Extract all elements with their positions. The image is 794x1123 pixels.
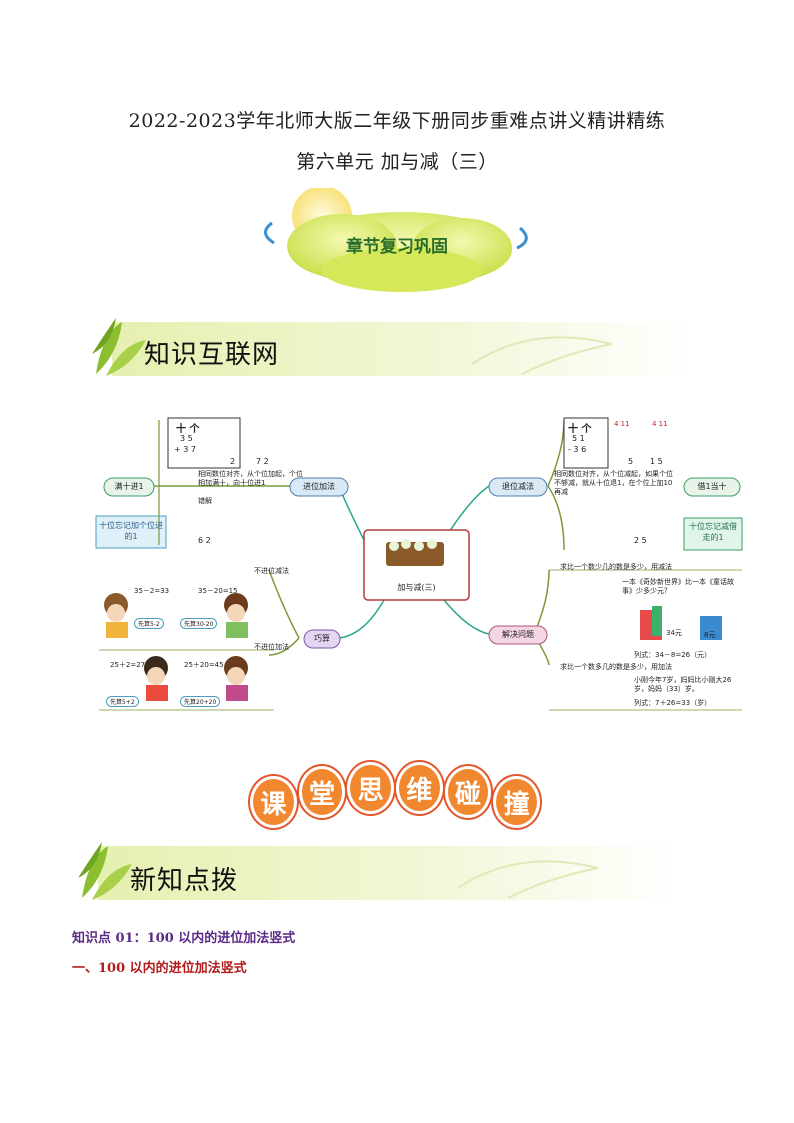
branch-carry-add: 进位加法 (303, 482, 335, 491)
leaf-banner-icon (78, 842, 678, 900)
carry-header: 十 个 (176, 424, 200, 435)
branch-problems: 解决问题 (502, 630, 534, 639)
carry-wrong-label: 错解 (198, 497, 212, 505)
document-title: 2022-2023学年北师大版二年级下册同步重难点讲义精讲精练 (128, 110, 666, 132)
title-char: 思 (347, 762, 395, 814)
unit-title: 第六单元 加与减（三） (296, 151, 498, 173)
borrow-result-1: 5 (628, 457, 634, 466)
chapter-badge-label: 章节复习巩固 (346, 237, 448, 257)
trick-eq-1: 35－2=33 (134, 587, 170, 595)
mindmap-center-label: 加与减(三) (397, 583, 436, 592)
trick-hint-3: 先算5+2 (106, 696, 139, 707)
tricks-no-carry: 不进位加法 (254, 643, 289, 651)
tricks-no-borrow: 不进位减法 (254, 567, 289, 575)
problem-price-1: 34元 (666, 629, 682, 637)
trick-hint-4: 先算20+20 (180, 696, 221, 707)
carry-wrong-result: 6 2 (198, 536, 211, 545)
knowledge-point-heading: 知识点 01：100 以内的进位加法竖式 (72, 931, 296, 946)
borrow-rule: 相同数位对齐，从个位减起，如果个位不够减，就从十位退1，在个位上加10再减 (554, 470, 673, 496)
carry-num-b: + 3 7 (174, 445, 196, 454)
cloud-sun-icon (264, 186, 528, 292)
borrow-result-2: 1 5 (650, 457, 663, 466)
trick-eq-4: 25＋20=45 (184, 661, 224, 669)
title-char: 撞 (493, 776, 541, 828)
problem-more-equation: 列式：7＋26=33（岁） (634, 699, 712, 707)
borrow-num-b: - 3 6 (568, 445, 587, 454)
leaf-banner-icon (92, 318, 692, 376)
problem-more-question: 小刚今年7岁，妈妈比小刚大26岁，妈妈（33）岁。 (634, 676, 732, 693)
problem-less-title: 求比一个数少几的数是多少，用减法 (560, 563, 672, 571)
borrow-num-a: 5 1 (572, 434, 585, 443)
knowledge-sub-heading: 一、100 以内的进位加法竖式 (72, 961, 247, 976)
title-char: 课 (250, 776, 297, 828)
banner-new-knowledge-label: 新知点拨 (130, 866, 239, 896)
tag-forget-borrow: 十位忘记减借走的1 (689, 522, 737, 542)
classroom-title-art: 课 堂 思 维 碰 撞 (250, 758, 541, 828)
title-char: 维 (396, 762, 443, 814)
problem-more-title: 求比一个数多几的数是多少，用加法 (560, 663, 672, 671)
problem-less-equation: 列式：34－8=26（元） (634, 651, 712, 659)
tag-forget-carry: 十位忘记加个位进的1 (99, 521, 163, 541)
borrow-wrong-result: 2 5 (634, 536, 647, 545)
title-char: 碰 (444, 766, 492, 818)
chapter-badge: 章节复习巩固 (262, 186, 532, 298)
borrow-header: 十 个 (568, 424, 592, 435)
trick-eq-3: 25＋2=27 (110, 661, 146, 669)
title-char: 堂 (298, 766, 346, 818)
carry-result-2: 7 2 (256, 457, 269, 466)
tag-full-ten: 满十进1 (114, 482, 144, 491)
carry-rule: 相同数位对齐，从个位加起，个位相加满十，向十位进1 (198, 470, 303, 487)
borrow-red-2: 4 11 (652, 420, 668, 428)
branch-tricks: 巧算 (314, 634, 330, 643)
carry-num-a: 3 5 (180, 434, 193, 443)
carry-result-1: 2 (230, 457, 236, 466)
branch-borrow-sub: 退位减法 (502, 482, 534, 491)
trick-hint-1: 先算5-2 (134, 618, 164, 629)
mindmap-canvas (95, 417, 743, 711)
borrow-red-1: 4 11 (614, 420, 630, 428)
problem-less-question: 一本《奇妙新世界》比一本《童话故事》少多少元？ (622, 578, 734, 595)
tag-borrow-one: 借1当十 (697, 482, 727, 491)
problem-price-2: 8元 (704, 631, 716, 639)
mindmap: 加与减(三) 进位加法 退位减法 巧算 解决问题 满十进1 借1当十 十位忘记加… (94, 410, 744, 715)
banner-network-label: 知识互联网 (144, 340, 280, 370)
banner-network: 知识互联网 (92, 314, 692, 380)
banner-new-knowledge: 新知点拨 (78, 838, 678, 904)
trick-hint-2: 先算30-20 (180, 618, 218, 629)
trick-eq-2: 35－20=15 (198, 587, 238, 595)
